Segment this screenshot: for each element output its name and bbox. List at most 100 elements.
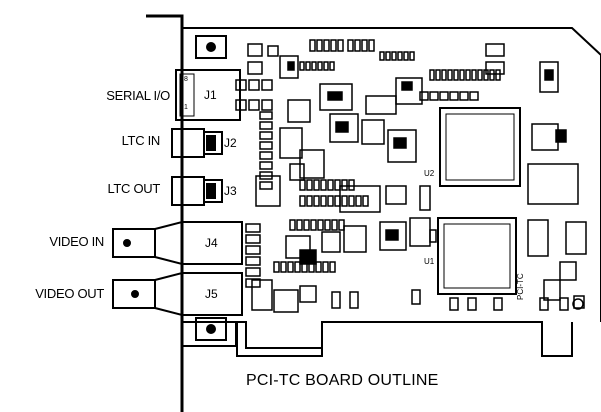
j1-connector xyxy=(175,69,241,121)
component xyxy=(259,121,273,130)
component xyxy=(322,261,329,273)
component xyxy=(527,163,579,205)
component xyxy=(485,43,505,57)
component xyxy=(321,231,341,253)
component xyxy=(544,69,554,81)
component xyxy=(329,61,335,71)
component xyxy=(316,39,323,52)
bracket-tab xyxy=(236,322,323,357)
component xyxy=(294,261,301,273)
component xyxy=(348,179,355,191)
component xyxy=(309,39,316,52)
component xyxy=(259,111,273,120)
component xyxy=(397,51,403,61)
component xyxy=(289,219,296,231)
u1-chip xyxy=(437,217,517,295)
component xyxy=(311,61,317,71)
component xyxy=(441,69,447,81)
component xyxy=(387,129,417,163)
component xyxy=(289,163,305,181)
component xyxy=(489,69,495,81)
board-marking: PCI-TC xyxy=(516,273,525,300)
component xyxy=(327,195,334,207)
component xyxy=(235,79,247,91)
component xyxy=(435,69,441,81)
ltc-out-label: LTC OUT xyxy=(107,181,160,196)
component xyxy=(313,195,320,207)
diagram-caption: PCI-TC BOARD OUTLINE xyxy=(246,372,439,389)
component xyxy=(409,217,431,247)
edge-connector-notch xyxy=(541,322,573,357)
component xyxy=(327,91,343,101)
component xyxy=(317,219,324,231)
component xyxy=(247,61,263,75)
component xyxy=(362,195,369,207)
components xyxy=(235,39,587,313)
component xyxy=(391,51,397,61)
component xyxy=(339,185,381,213)
component xyxy=(419,91,429,101)
j4-label: J4 xyxy=(205,236,218,250)
component xyxy=(287,61,295,71)
component xyxy=(235,99,247,111)
component xyxy=(439,91,449,101)
serial-io-label: SERIAL I/O xyxy=(106,88,170,103)
component xyxy=(248,99,260,111)
component xyxy=(337,39,344,52)
component xyxy=(368,39,375,52)
component xyxy=(299,195,306,207)
component xyxy=(348,195,355,207)
component xyxy=(347,39,354,52)
ltc-in-label: LTC IN xyxy=(121,133,161,148)
board-edge xyxy=(182,27,601,357)
component xyxy=(343,225,367,253)
component xyxy=(385,185,407,205)
component xyxy=(329,113,359,143)
component xyxy=(287,99,311,123)
component xyxy=(385,229,399,241)
component xyxy=(323,39,330,52)
component xyxy=(267,45,279,57)
component xyxy=(245,256,261,266)
j2-label: J2 xyxy=(224,136,237,150)
j3-label: J3 xyxy=(224,184,237,198)
component xyxy=(261,99,273,111)
component xyxy=(409,51,415,61)
component xyxy=(449,91,459,101)
component xyxy=(459,69,465,81)
component xyxy=(327,179,334,191)
component xyxy=(467,297,477,311)
component xyxy=(248,79,260,91)
component xyxy=(483,69,489,81)
component xyxy=(361,39,368,52)
mounting-holes xyxy=(195,35,227,341)
component xyxy=(330,39,337,52)
component xyxy=(365,95,397,115)
component xyxy=(273,289,299,313)
component xyxy=(559,261,577,281)
j2-connector xyxy=(171,128,223,158)
component xyxy=(310,219,317,231)
component xyxy=(361,119,385,145)
component xyxy=(259,151,273,160)
component xyxy=(354,39,361,52)
u2-label: U2 xyxy=(424,169,435,178)
component xyxy=(245,223,261,233)
component xyxy=(453,69,459,81)
component xyxy=(279,55,299,79)
component xyxy=(306,179,313,191)
component xyxy=(287,261,294,273)
component xyxy=(279,127,303,159)
component xyxy=(259,181,273,190)
component xyxy=(447,69,453,81)
component xyxy=(403,51,409,61)
component xyxy=(385,51,391,61)
component xyxy=(379,51,385,61)
component xyxy=(245,267,261,277)
j1-pin-top: 8 xyxy=(184,76,188,83)
component xyxy=(335,121,349,133)
component xyxy=(280,261,287,273)
u1-label: U1 xyxy=(424,257,435,266)
